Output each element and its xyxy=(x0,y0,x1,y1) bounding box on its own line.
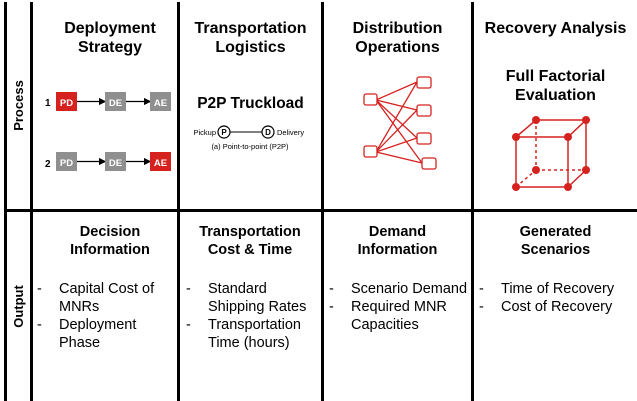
destination-node-4 xyxy=(421,157,437,170)
strategy-1-node-pd xyxy=(56,92,77,111)
strategy-1-node-pd-label: PD xyxy=(60,98,73,109)
transportation-cost-time-list: Standard Shipping Rates Transportation T… xyxy=(184,280,321,352)
list-item: Standard Shipping Rates xyxy=(184,280,321,316)
row-divider xyxy=(4,209,637,212)
strategy-2-index: 2 xyxy=(45,159,51,170)
strategy-1-node-ae xyxy=(150,92,171,111)
strategy-1-node-de xyxy=(105,92,126,111)
full-factorial-subtitle: Full Factorial Evaluation xyxy=(505,68,606,104)
deployment-strategy-title: Deployment Strategy xyxy=(64,20,156,56)
strategy-2-node-de-label: DE xyxy=(109,158,122,169)
p2p-caption: (a) Point-to-point (P2P) xyxy=(211,142,289,151)
list-item: Cost of Recovery xyxy=(477,298,635,316)
row-label-output: Output xyxy=(10,285,26,328)
column-divider-2 xyxy=(321,2,324,401)
source-node-2 xyxy=(363,145,378,158)
strategy-2-node-pd-label: PD xyxy=(60,158,73,169)
source-node-1 xyxy=(363,93,378,106)
demand-information-list: Scenario Demand Required MNR Capacities xyxy=(327,280,469,334)
p2p-truckload-subtitle: P2P Truckload xyxy=(197,95,304,112)
strategy-1-index: 1 xyxy=(45,98,51,109)
label-divider xyxy=(30,2,33,401)
pickup-label: Pickup xyxy=(193,128,216,137)
decision-information-title: Decision Information xyxy=(70,224,150,258)
factorial-cube-diagram xyxy=(512,116,590,191)
strategy-1-node-ae-label: AE xyxy=(154,98,167,109)
strategy-2-node-ae xyxy=(150,152,171,171)
recovery-analysis-title: Recovery Analysis xyxy=(484,20,627,37)
column-divider-3 xyxy=(471,2,474,401)
decision-information-list: Capital Cost of MNRs Deployment Phase xyxy=(35,280,177,352)
destination-node-1 xyxy=(416,76,432,89)
deployment-strategy-diagram: 1 PD DE AE 2 PD DE AE xyxy=(45,92,171,171)
delivery-label: Delivery xyxy=(277,128,304,137)
transportation-logistics-title: Transportation Logistics xyxy=(194,20,307,56)
list-item: Required MNR Capacities xyxy=(327,298,469,334)
generated-scenarios-list: Time of Recovery Cost of Recovery xyxy=(477,280,635,316)
list-item: Deployment Phase xyxy=(35,316,177,352)
strategy-2-node-ae-label: AE xyxy=(154,158,167,169)
transportation-cost-time-title: Transportation Cost & Time xyxy=(199,224,301,258)
destination-node-3 xyxy=(416,132,432,145)
strategy-2-node-pd xyxy=(56,152,77,171)
list-item: Scenario Demand xyxy=(327,280,469,298)
p2p-diagram: Pickup P D Delivery (a) Point-to-point (… xyxy=(193,125,304,151)
left-border xyxy=(4,2,7,401)
list-item: Transportation Time (hours) xyxy=(184,316,321,352)
strategy-1-node-de-label: DE xyxy=(109,98,122,109)
distribution-network-diagram xyxy=(363,76,437,170)
generated-scenarios-title: Generated Scenarios xyxy=(519,224,592,258)
destination-node-2 xyxy=(416,104,432,117)
list-item: Capital Cost of MNRs xyxy=(35,280,177,316)
column-divider-1 xyxy=(177,2,180,401)
diagram-frame: Process Output Deployment Strategy 1 PD … xyxy=(4,2,637,401)
distribution-operations-title: Distribution Operations xyxy=(352,20,443,56)
list-item: Time of Recovery xyxy=(477,280,635,298)
pickup-node: P xyxy=(221,128,227,137)
demand-information-title: Demand Information xyxy=(357,224,438,258)
delivery-node: D xyxy=(265,128,271,137)
strategy-2-node-de xyxy=(105,152,126,171)
row-label-process: Process xyxy=(10,80,26,131)
